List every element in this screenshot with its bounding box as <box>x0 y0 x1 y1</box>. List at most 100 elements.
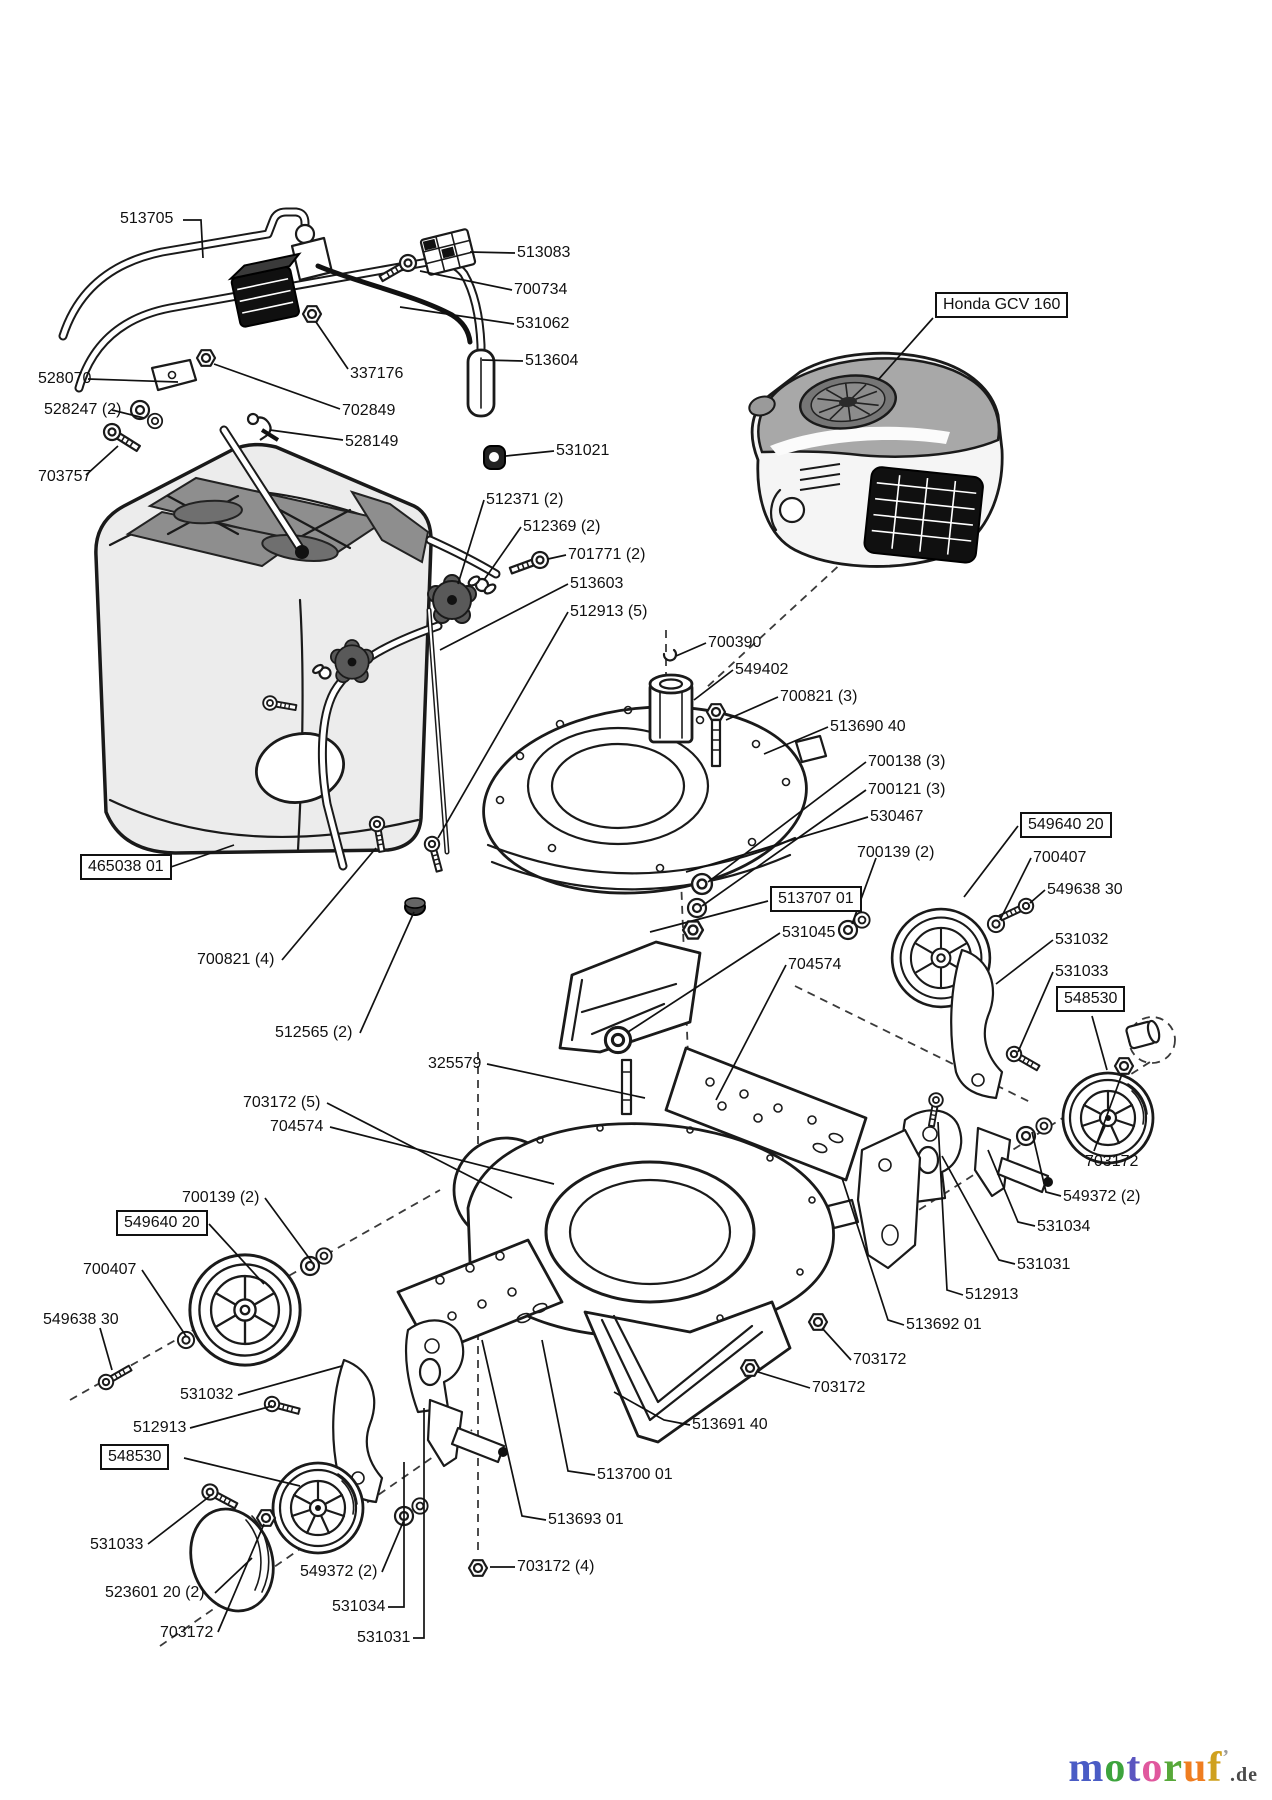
part-label-528149: 528149 <box>345 433 399 450</box>
leader-line-512913-r <box>937 1121 964 1296</box>
leader-line-523601-20 <box>214 1557 253 1594</box>
leader-line-513707-01 <box>649 900 769 933</box>
logo-letter: u <box>1182 1745 1208 1791</box>
part-label-703172-bl: 703172 <box>160 1624 214 1641</box>
leader-line-513692-01 <box>841 1177 905 1326</box>
leader-line-700734 <box>419 270 513 291</box>
part-label-528247: 528247 (2) <box>44 401 122 418</box>
leader-line-513083 <box>469 251 516 254</box>
part-label-549372-2l: 549372 (2) <box>300 1563 378 1580</box>
leader-line-700139-2l <box>264 1197 313 1263</box>
part-label-530467: 530467 <box>870 808 924 825</box>
leader-line-530467 <box>685 816 869 873</box>
leader-line-703172-r <box>1093 1073 1123 1152</box>
logo-letter: r <box>1163 1745 1183 1791</box>
leader-line-528149 <box>269 429 344 441</box>
part-label-531033-l: 531033 <box>90 1536 144 1553</box>
leader-line-513705 <box>183 219 204 259</box>
leader-line-549640-20r <box>963 825 1019 898</box>
leader-line-703172-b1 <box>757 1371 811 1389</box>
leader-line-513700-01 <box>541 1339 596 1476</box>
logo-suffix: .de <box>1230 1764 1258 1786</box>
leader-line-700821-3 <box>725 696 779 721</box>
part-label-513603: 513603 <box>570 575 624 592</box>
leader-line-548530-r <box>1091 1015 1108 1071</box>
part-label-512913-r: 512913 <box>965 1286 1019 1303</box>
part-label-531031-r: 531031 <box>1017 1256 1071 1273</box>
part-label-701771: 701771 (2) <box>568 546 646 563</box>
leader-line-531045 <box>627 932 781 1033</box>
leader-line-531033-l <box>147 1495 211 1545</box>
part-label-523601-20: 523601 20 (2) <box>105 1584 205 1601</box>
watermark-logo: motoruf’.de <box>1068 1744 1258 1792</box>
leader-line-465038-01 <box>167 844 235 869</box>
leader-line-528247 <box>111 409 145 419</box>
right-wheel-cluster <box>837 895 1161 1270</box>
part-label-531032-l: 531032 <box>180 1386 234 1403</box>
leader-line-513693-01 <box>481 1339 547 1521</box>
part-label-703757: 703757 <box>38 468 92 485</box>
part-label-513604: 513604 <box>525 352 579 369</box>
leader-line-513691-40 <box>613 1391 691 1426</box>
part-label-700821-4: 700821 (4) <box>197 951 275 968</box>
part-label-703172-4: 703172 (4) <box>517 1558 595 1575</box>
leader-line-549372-2l <box>381 1519 405 1573</box>
logo-letter: t <box>1126 1745 1142 1791</box>
callout-box-513707-01: 513707 01 <box>770 886 862 912</box>
part-label-512371: 512371 (2) <box>486 491 564 508</box>
logo-mark: ’ <box>1222 1746 1230 1768</box>
part-label-513705: 513705 <box>120 210 174 227</box>
part-label-513692-01: 513692 01 <box>906 1316 982 1333</box>
part-label-700121-3: 700121 (3) <box>868 781 946 798</box>
part-label-531021: 531021 <box>556 442 610 459</box>
left-wheel-cluster <box>95 1247 829 1613</box>
part-label-513693-01: 513693 01 <box>548 1511 624 1528</box>
grass-bag <box>94 425 552 916</box>
part-label-549402: 549402 <box>735 661 789 678</box>
part-label-531034-r: 531034 <box>1037 1218 1091 1235</box>
leader-line-531032-r <box>995 939 1054 985</box>
leader-line-700139-2r <box>851 857 877 925</box>
leader-line-703172-b2 <box>821 1327 852 1361</box>
part-label-703172-b2: 703172 <box>853 1351 907 1368</box>
part-label-513700-01: 513700 01 <box>597 1466 673 1483</box>
part-label-325579: 325579 <box>428 1055 482 1072</box>
logo-letter: m <box>1068 1745 1105 1791</box>
handlebar-assembly <box>58 207 506 470</box>
part-label-512369: 512369 (2) <box>523 518 601 535</box>
leader-line-325579 <box>486 1063 646 1099</box>
callout-box-549640-20r: 549640 20 <box>1020 812 1112 838</box>
part-label-512913-l: 512913 <box>133 1419 187 1436</box>
part-label-513690-40: 513690 40 <box>830 718 906 735</box>
leader-line-548530-l <box>183 1457 301 1487</box>
leader-line-703757 <box>85 445 119 476</box>
part-label-702849: 702849 <box>342 402 396 419</box>
part-label-513691-40: 513691 40 <box>692 1416 768 1433</box>
leader-line-531031-l <box>413 1408 425 1639</box>
part-label-531031-l: 531031 <box>357 1629 411 1646</box>
leader-line-701771 <box>547 554 567 560</box>
leader-line-549638-30r <box>1029 889 1046 904</box>
logo-letter: o <box>1141 1745 1164 1791</box>
leader-line-704574-r <box>715 964 787 1101</box>
part-label-549372-2r: 549372 (2) <box>1063 1188 1141 1205</box>
callout-box-549640-20l: 549640 20 <box>116 1210 208 1236</box>
callout-box-honda: Honda GCV 160 <box>935 292 1069 318</box>
leader-line-513603 <box>439 583 569 651</box>
part-label-704574-l: 704574 <box>270 1118 324 1135</box>
leader-line-531034-l <box>388 1462 405 1608</box>
part-label-528070: 528070 <box>38 370 92 387</box>
callout-box-465038-01: 465038 01 <box>80 854 172 880</box>
part-label-337176: 337176 <box>350 365 404 382</box>
leader-line-700821-4 <box>281 847 377 961</box>
part-label-512913-5: 512913 (5) <box>570 603 648 620</box>
leader-line-512371 <box>457 499 485 585</box>
leader-line-531031-r <box>941 1155 1016 1265</box>
part-label-531032-r: 531032 <box>1055 931 1109 948</box>
leader-line-512565-2 <box>359 911 415 1034</box>
leader-line-700121-3 <box>701 789 867 907</box>
leader-line-703172-bl <box>217 1523 265 1633</box>
leader-line-honda <box>877 317 934 381</box>
part-label-700390: 700390 <box>708 634 762 651</box>
part-label-703172-b1: 703172 <box>812 1379 866 1396</box>
